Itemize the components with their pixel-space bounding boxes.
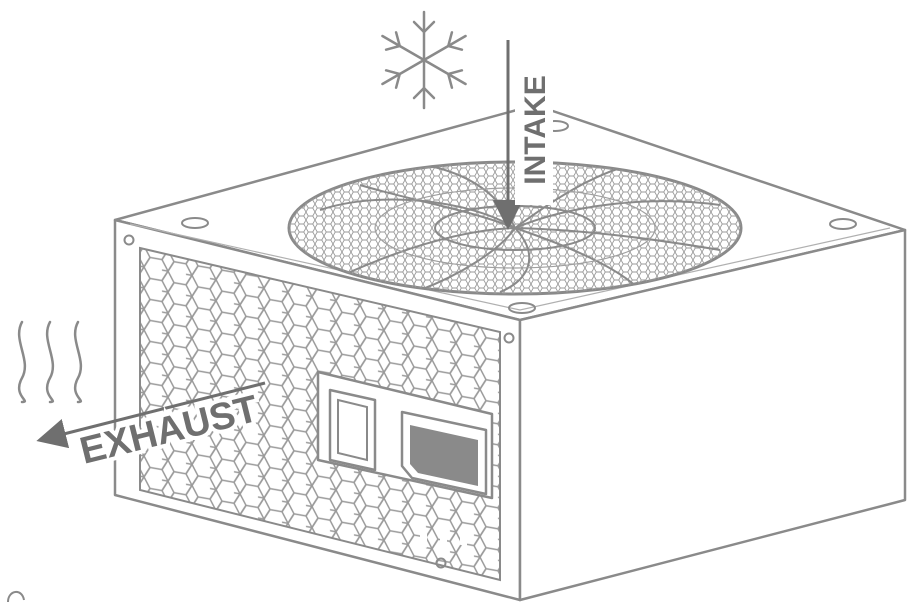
rocker-switch-icon <box>330 390 375 470</box>
heat-waves-icon <box>19 322 81 402</box>
intake-label: INTAKE <box>519 75 552 184</box>
cropped-mark <box>8 592 24 602</box>
snowflake-icon <box>377 12 470 108</box>
